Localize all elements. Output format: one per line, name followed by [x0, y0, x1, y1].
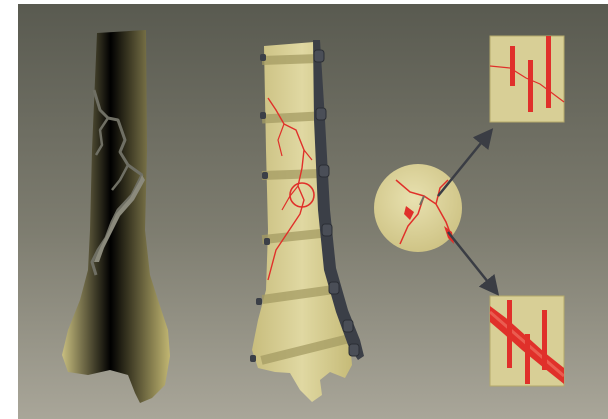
screw-head-5	[329, 282, 339, 294]
screw-head-4	[322, 224, 332, 236]
magnified-fracture-detail	[374, 164, 462, 252]
inset-bottom-pin-1	[507, 300, 512, 368]
detail-inset-bottom	[490, 296, 564, 386]
inset-bottom-pin-2	[525, 334, 530, 384]
inset-top-pin-3	[546, 36, 551, 108]
screw-head-1	[314, 50, 324, 62]
screw-head-2	[316, 108, 326, 120]
screw-head-7	[349, 344, 359, 356]
screw-head-3	[319, 165, 329, 177]
detail-inset-top	[490, 36, 564, 122]
screw-head-6	[343, 320, 353, 332]
inset-top-pin-2	[528, 60, 533, 112]
inset-top-pin-1	[510, 46, 515, 86]
inset-bottom-pin-3	[542, 310, 547, 370]
